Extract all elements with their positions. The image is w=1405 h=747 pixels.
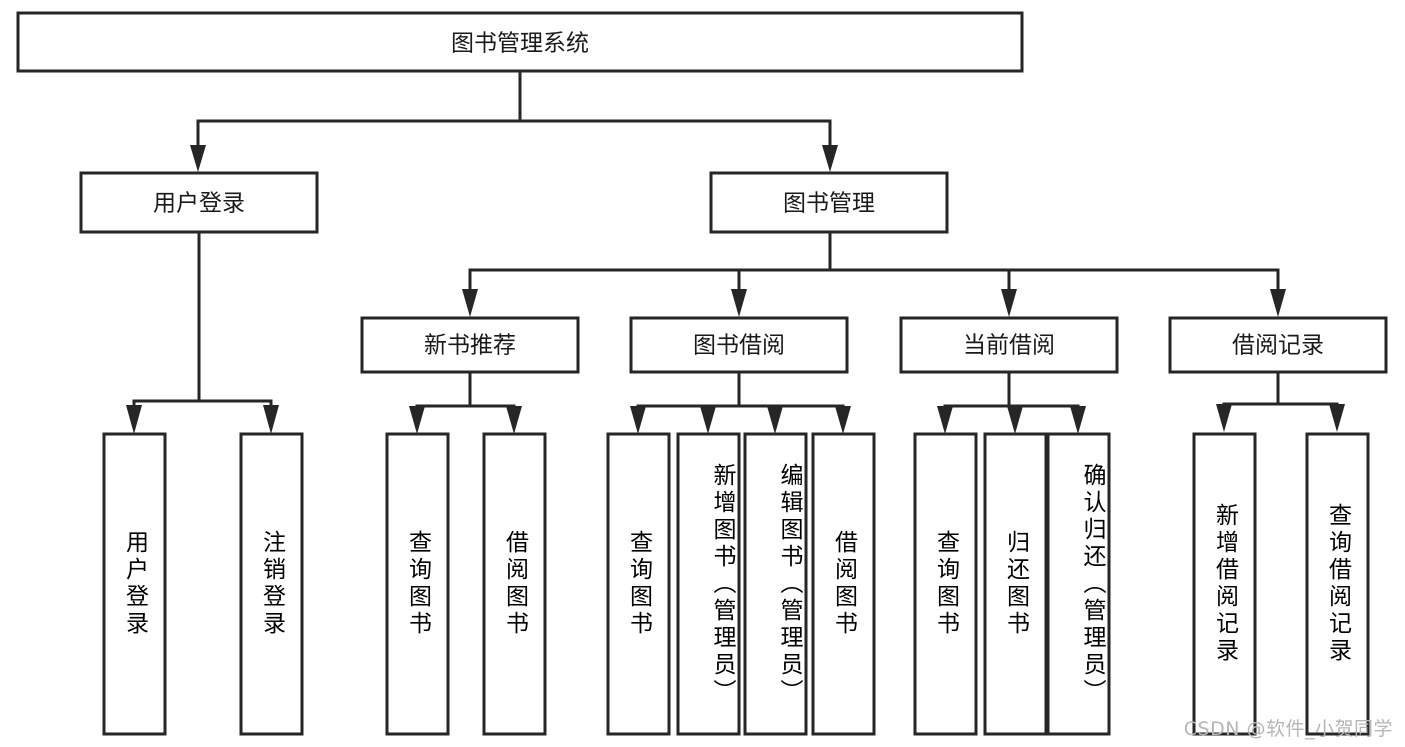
arrowhead-book-borrow: [731, 289, 747, 317]
node-leaf-return-book-box[interactable]: [983, 432, 1048, 736]
node-leaf-edit-book-label: 编辑图书（管理员）: [776, 462, 802, 706]
node-root-label: 图书管理系统: [451, 31, 589, 57]
edge-group-book-borrow-to-leaves: [630, 370, 851, 434]
arrowhead-leaf-add-record: [1216, 404, 1232, 432]
arrowhead-leaf-query-book-2: [630, 406, 646, 434]
edge-group-borrow-record-to-leaves: [1216, 370, 1345, 432]
node-leaf-user-login-box[interactable]: [102, 432, 167, 736]
arrowhead-leaf-logout: [263, 405, 279, 434]
node-leaf-add-book-box[interactable]: [676, 432, 741, 736]
node-new-book-rec-label: 新书推荐: [424, 333, 516, 359]
node-book-manage-box[interactable]: [709, 171, 949, 234]
arrowhead-current-borrow: [1001, 289, 1017, 317]
node-leaf-borrow-book-2-box[interactable]: [811, 432, 876, 736]
node-leaf-query-book-2[interactable]: [606, 432, 671, 736]
node-leaf-query-book-3-label: 查询图书: [932, 530, 959, 638]
node-leaf-user-login-label: 用户登录: [121, 530, 148, 638]
node-leaf-add-book[interactable]: [676, 432, 741, 736]
node-leaf-borrow-book-1[interactable]: [482, 432, 547, 736]
node-borrow-record[interactable]: 借阅记录: [1168, 316, 1388, 374]
node-leaf-confirm-return-label: 确认归还（管理员）: [1079, 462, 1105, 706]
node-leaf-query-book-1[interactable]: [385, 432, 450, 736]
node-leaf-borrow-book-1-box[interactable]: [482, 432, 547, 736]
arrowhead-new-book-rec: [462, 289, 478, 317]
arrowhead-borrow-record: [1270, 289, 1286, 317]
arrowhead-leaf-query-book-3: [937, 406, 953, 434]
edge-group-current-borrow-to-leaves: [937, 370, 1086, 434]
arrowhead-leaf-borrow-book-2: [835, 406, 851, 434]
arrowhead-leaf-confirm-return: [1070, 406, 1086, 434]
node-leaf-borrow-book-2-label: 借阅图书: [830, 530, 857, 638]
arrowhead-user-login: [190, 145, 206, 172]
node-root[interactable]: 图书管理系统: [16, 11, 1024, 73]
node-leaf-logout-box[interactable]: [239, 432, 304, 736]
node-book-manage[interactable]: 图书管理: [709, 171, 949, 234]
edge-group-root-to-level2: [190, 69, 838, 172]
node-leaf-add-record[interactable]: [1192, 432, 1257, 736]
node-borrow-record-box[interactable]: [1168, 316, 1388, 374]
arrowhead-leaf-query-book-1: [409, 406, 425, 434]
node-leaf-query-book-2-label: 查询图书: [625, 530, 652, 638]
node-user-login[interactable]: 用户登录: [79, 171, 319, 234]
node-leaf-user-login[interactable]: [102, 432, 167, 736]
node-book-manage-label: 图书管理: [783, 191, 875, 217]
node-borrow-record-label: 借阅记录: [1232, 333, 1324, 359]
node-book-borrow-box[interactable]: [629, 316, 849, 374]
arrowhead-leaf-query-record: [1329, 404, 1345, 432]
node-leaf-query-book-1-box[interactable]: [385, 432, 450, 736]
node-leaf-query-book-3[interactable]: [913, 432, 978, 736]
node-leaf-edit-book[interactable]: [743, 432, 808, 736]
node-new-book-rec-box[interactable]: [360, 316, 580, 374]
arrowhead-leaf-user-login: [126, 405, 142, 434]
node-leaf-query-book-3-box[interactable]: [913, 432, 978, 736]
node-leaf-confirm-return-box[interactable]: [1046, 432, 1111, 736]
arrowhead-leaf-return-book: [1007, 406, 1023, 434]
node-leaf-return-book-label: 归还图书: [1002, 530, 1029, 638]
node-current-borrow-box[interactable]: [899, 316, 1119, 374]
edge-group-user-login-to-leaves: [126, 230, 279, 434]
node-leaf-borrow-book-1-label: 借阅图书: [501, 530, 528, 638]
node-leaf-query-record-box[interactable]: [1305, 432, 1370, 736]
node-new-book-rec[interactable]: 新书推荐: [360, 316, 580, 374]
node-leaf-logout[interactable]: [239, 432, 304, 736]
node-leaf-borrow-book-2[interactable]: [811, 432, 876, 736]
node-book-borrow-label: 图书借阅: [693, 333, 785, 359]
node-root-box[interactable]: [16, 11, 1024, 73]
node-leaf-edit-book-box[interactable]: [743, 432, 808, 736]
arrowhead-leaf-edit-book: [767, 406, 783, 434]
node-leaf-return-book[interactable]: [983, 432, 1048, 736]
arrowhead-leaf-add-book: [700, 406, 716, 434]
arrowhead-book-manage: [822, 145, 838, 172]
node-leaf-logout-label: 注销登录: [258, 530, 285, 638]
node-leaf-query-book-2-box[interactable]: [606, 432, 671, 736]
edge-group-book-manage-to-level3: [462, 230, 1286, 317]
node-current-borrow[interactable]: 当前借阅: [899, 316, 1119, 374]
arrowhead-leaf-borrow-book-1: [506, 406, 522, 434]
node-leaf-confirm-return[interactable]: [1046, 432, 1111, 736]
node-leaf-add-record-label: 新增借阅记录: [1211, 503, 1238, 665]
node-user-login-box[interactable]: [79, 171, 319, 234]
node-leaf-query-record-label: 查询借阅记录: [1324, 503, 1351, 665]
node-user-login-label: 用户登录: [153, 191, 245, 217]
node-leaf-query-record[interactable]: [1305, 432, 1370, 736]
node-current-borrow-label: 当前借阅: [963, 333, 1055, 359]
node-leaf-add-record-box[interactable]: [1192, 432, 1257, 736]
node-leaf-query-book-1-label: 查询图书: [404, 530, 431, 638]
node-leaf-add-book-label: 新增图书（管理员）: [709, 462, 735, 706]
edge-group-new-book-rec-to-leaves: [409, 370, 522, 434]
node-book-borrow[interactable]: 图书借阅: [629, 316, 849, 374]
